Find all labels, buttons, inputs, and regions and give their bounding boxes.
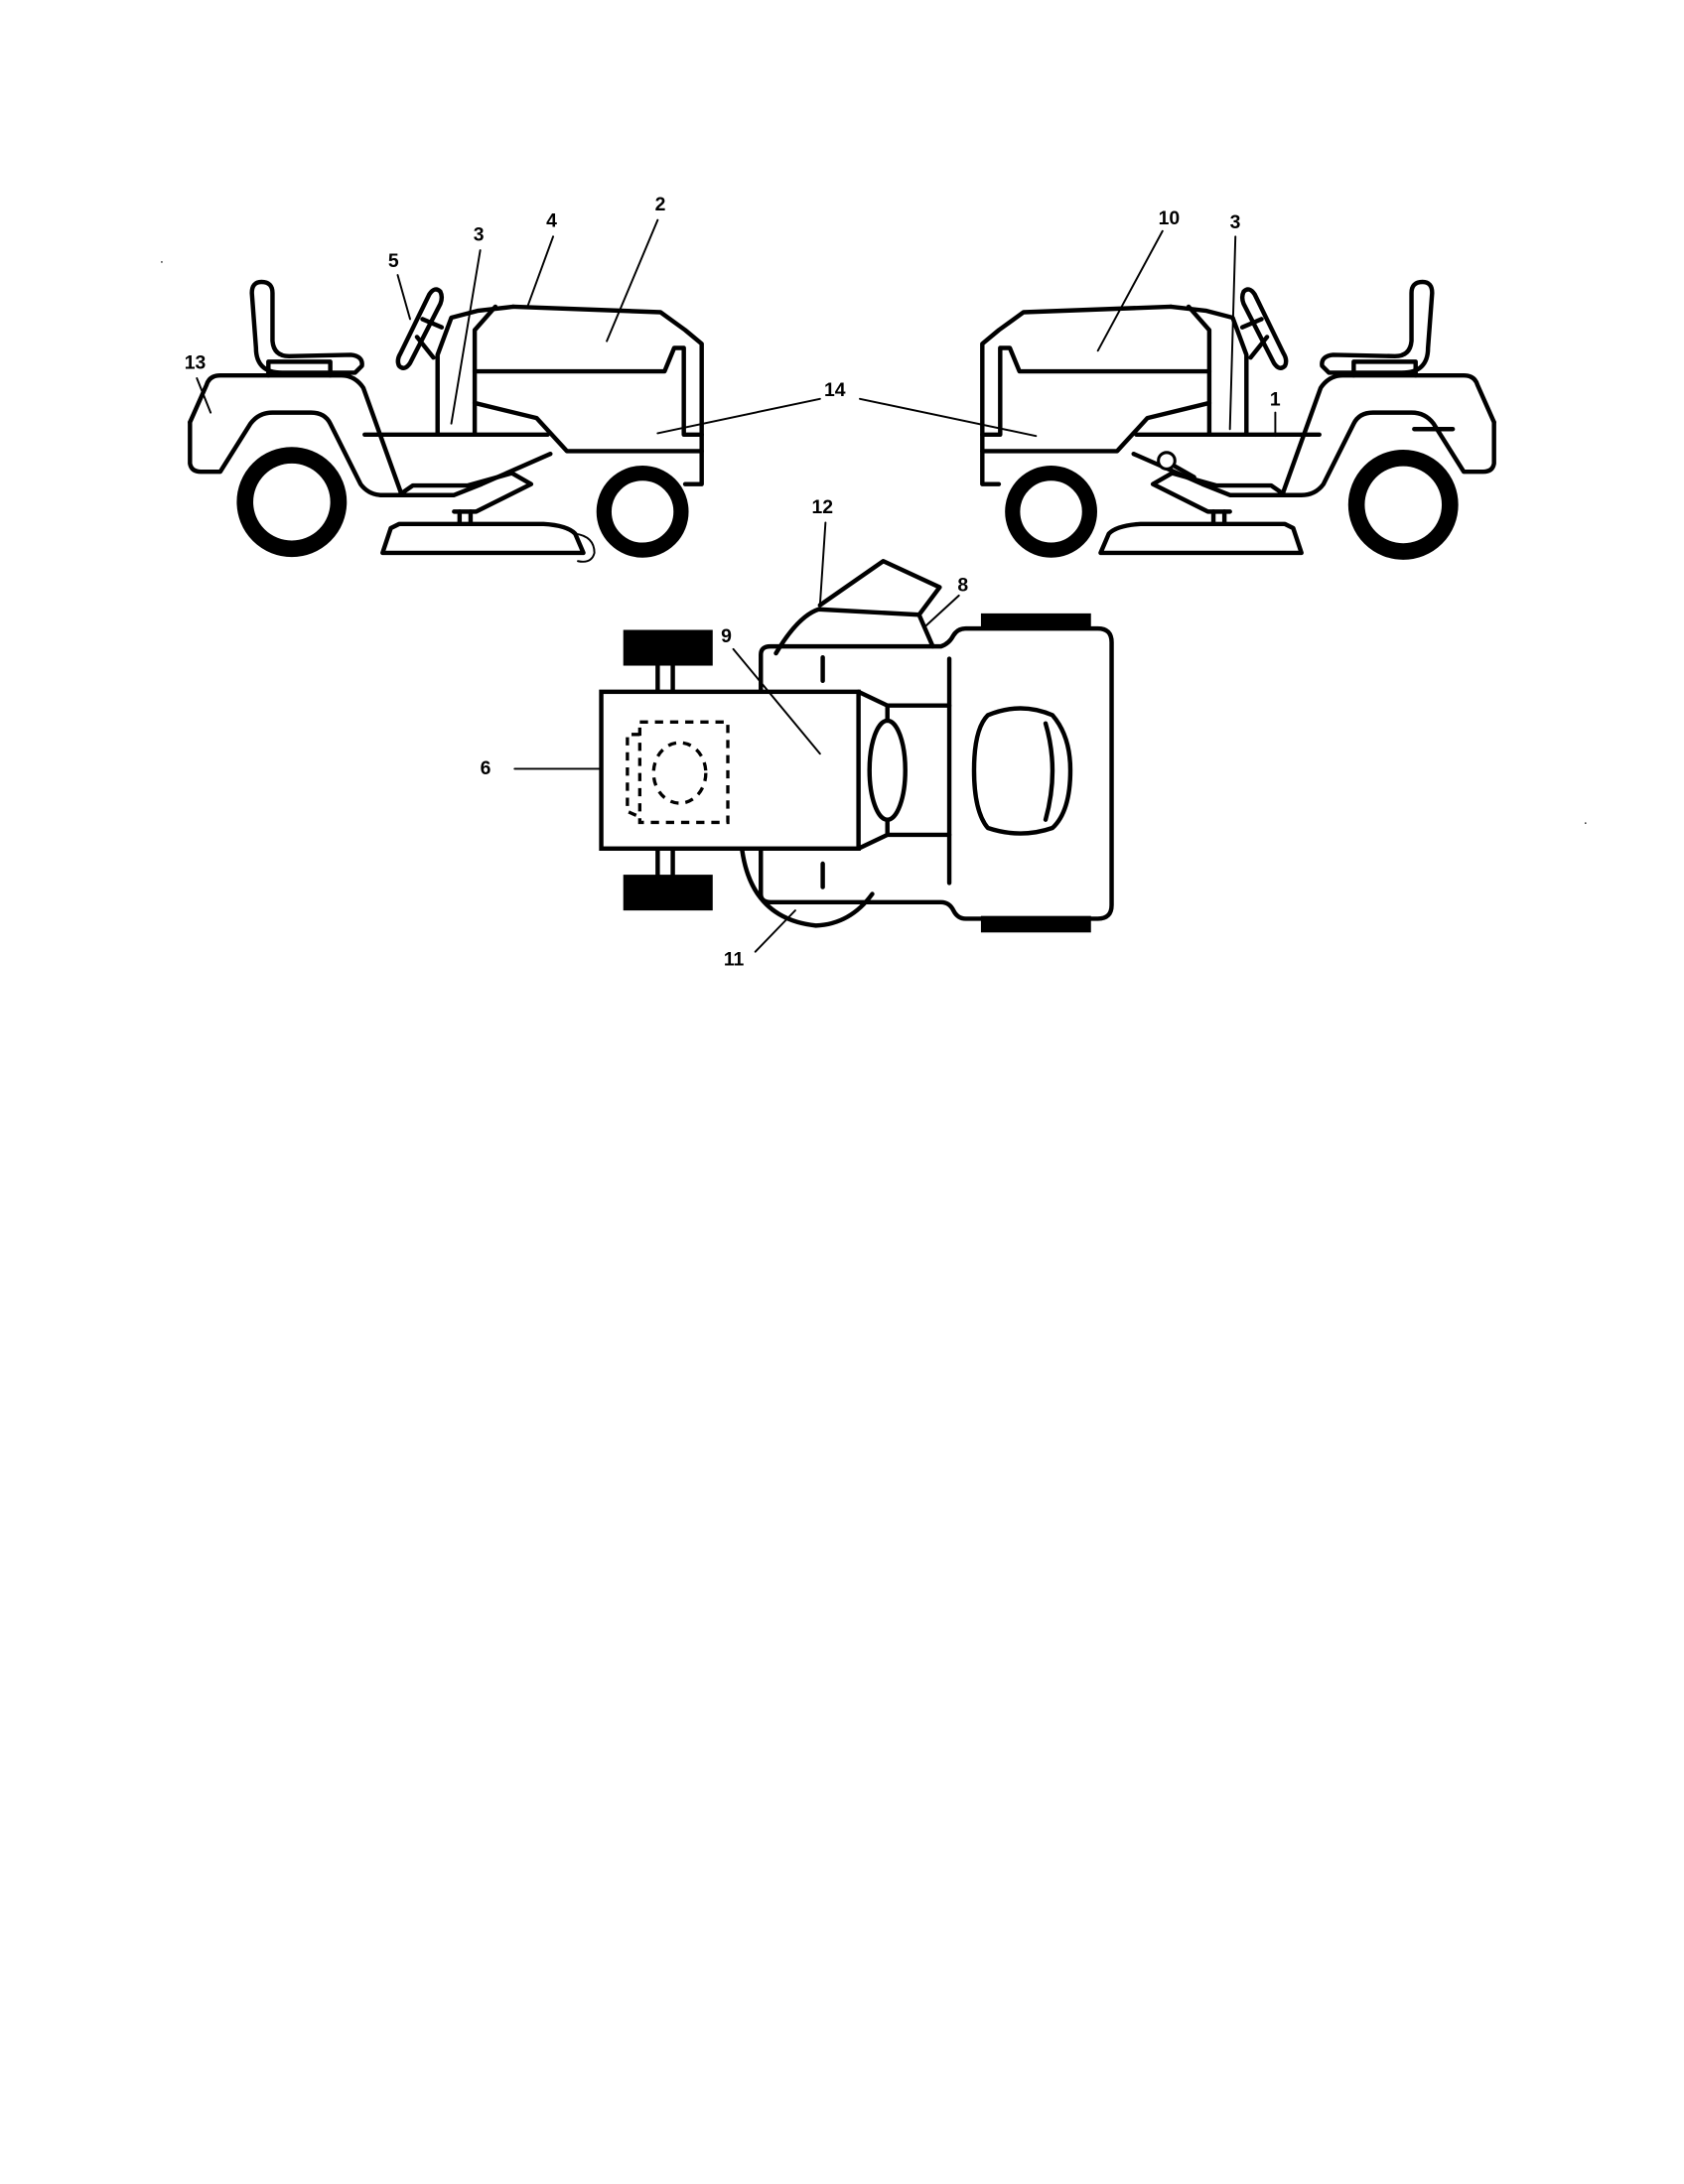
callouts: 13 5 3 4 2 14 10 3 1 12 8 9 6 11 [185,194,1281,971]
right-side-view-tractor [980,279,1496,560]
front-tire-bottom [623,875,713,911]
callout-1: 1 [1270,389,1281,411]
callout-8: 8 [957,575,968,597]
callout-5: 5 [388,250,399,272]
front-tire-top [623,629,713,666]
left-side-view-tractor [188,279,704,563]
top-view-tractor [599,559,1114,933]
callout-9: 9 [721,625,732,647]
leader-lines [196,218,1277,953]
callout-11: 11 [724,949,745,971]
callout-3-left: 3 [474,223,485,245]
callout-3-right: 3 [1230,211,1241,233]
callout-4: 4 [546,210,557,232]
callout-14: 14 [824,379,846,401]
callout-13: 13 [185,351,207,373]
callout-6: 6 [481,757,491,779]
callout-12: 12 [812,496,834,518]
callout-10: 10 [1159,207,1181,229]
callout-2: 2 [655,194,666,215]
